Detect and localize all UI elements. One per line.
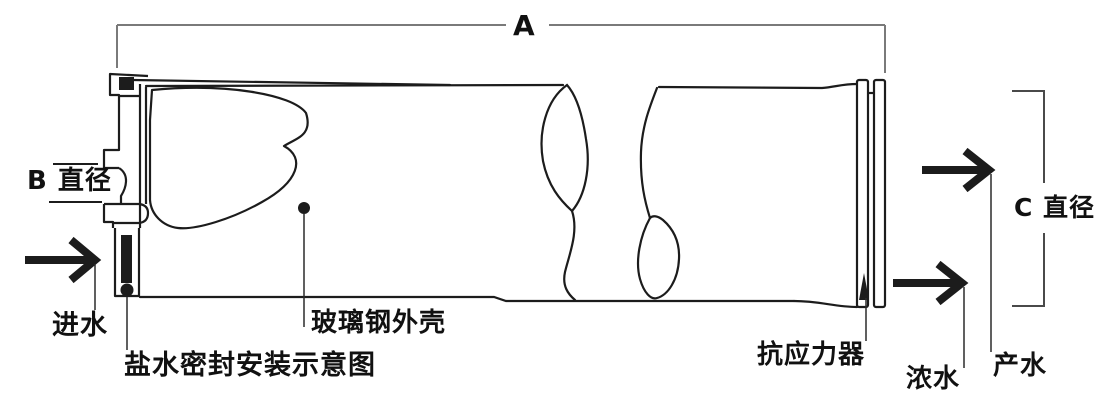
- feed-water-label: 进水: [52, 310, 108, 341]
- fiberglass-shell-label: 玻璃钢外壳: [311, 308, 447, 338]
- atd-plates: [855, 78, 887, 309]
- concentrate-arrow: [893, 260, 969, 306]
- shell-leader: [298, 202, 310, 327]
- dim-a-label: A: [513, 9, 535, 42]
- brine-seal-label: 盐水密封安装示意图: [124, 350, 376, 381]
- atd-leader: [859, 273, 869, 341]
- dim-c-label: C 直径: [1014, 193, 1096, 222]
- feed-arrow: [25, 236, 102, 284]
- brine-seal-bar: [121, 235, 132, 283]
- permeate-arrow: [922, 147, 996, 193]
- break-lines: [540, 83, 681, 302]
- anti-stress-device-label: 抗应力器: [757, 340, 866, 370]
- end-cap-notch: [119, 77, 134, 90]
- membrane-leaf-cutaway: [148, 86, 309, 230]
- concentrate-water-label: 浓水: [906, 364, 961, 394]
- dim-b-label: B 直径: [27, 166, 112, 196]
- b-diameter-ticks: [49, 163, 102, 203]
- product-water-label: 产水: [993, 351, 1048, 381]
- left-end-cap: [102, 72, 150, 298]
- brine-seal-dot: [120, 283, 134, 297]
- membrane-shell-outline: [131, 78, 859, 309]
- c-diameter-bracket: [1012, 90, 1045, 307]
- dim-a-line: [116, 24, 886, 73]
